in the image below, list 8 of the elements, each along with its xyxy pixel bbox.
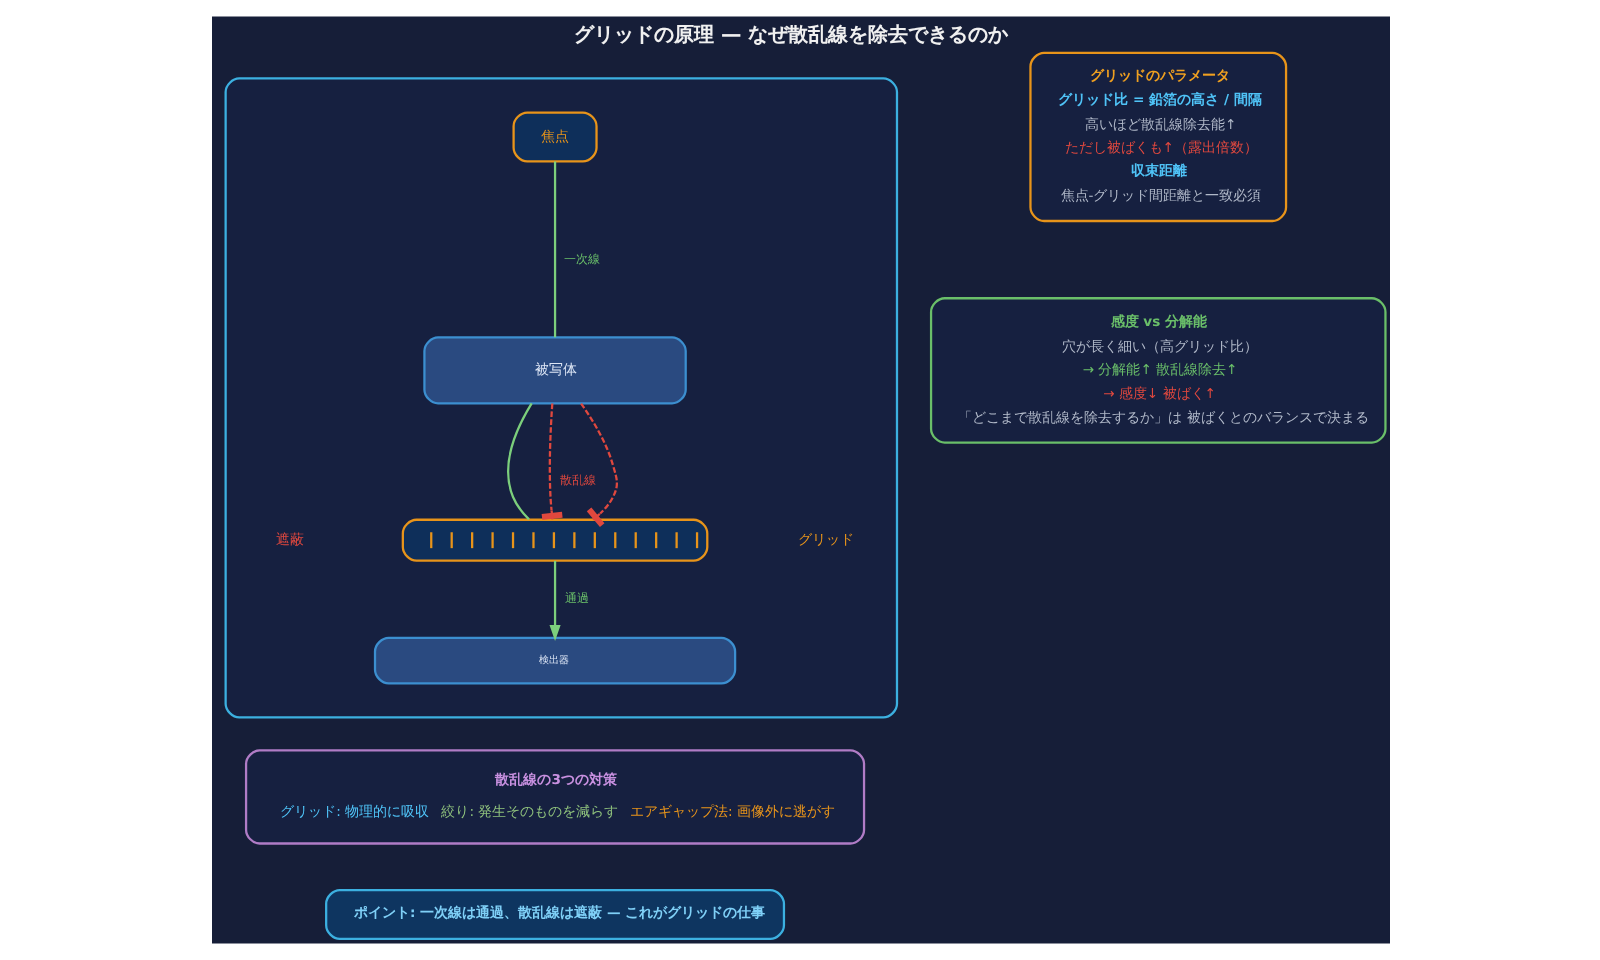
connector: [506, 402, 532, 521]
cluster: [223, 77, 898, 719]
connector: [579, 403, 618, 527]
connector: [552, 161, 556, 338]
arrow: [548, 560, 560, 641]
connector: [540, 403, 562, 520]
diagram-title: グリッドの原理 — なぜ散乱線を除去できるのか: [572, 24, 1008, 47]
node-bar: [400, 518, 708, 562]
